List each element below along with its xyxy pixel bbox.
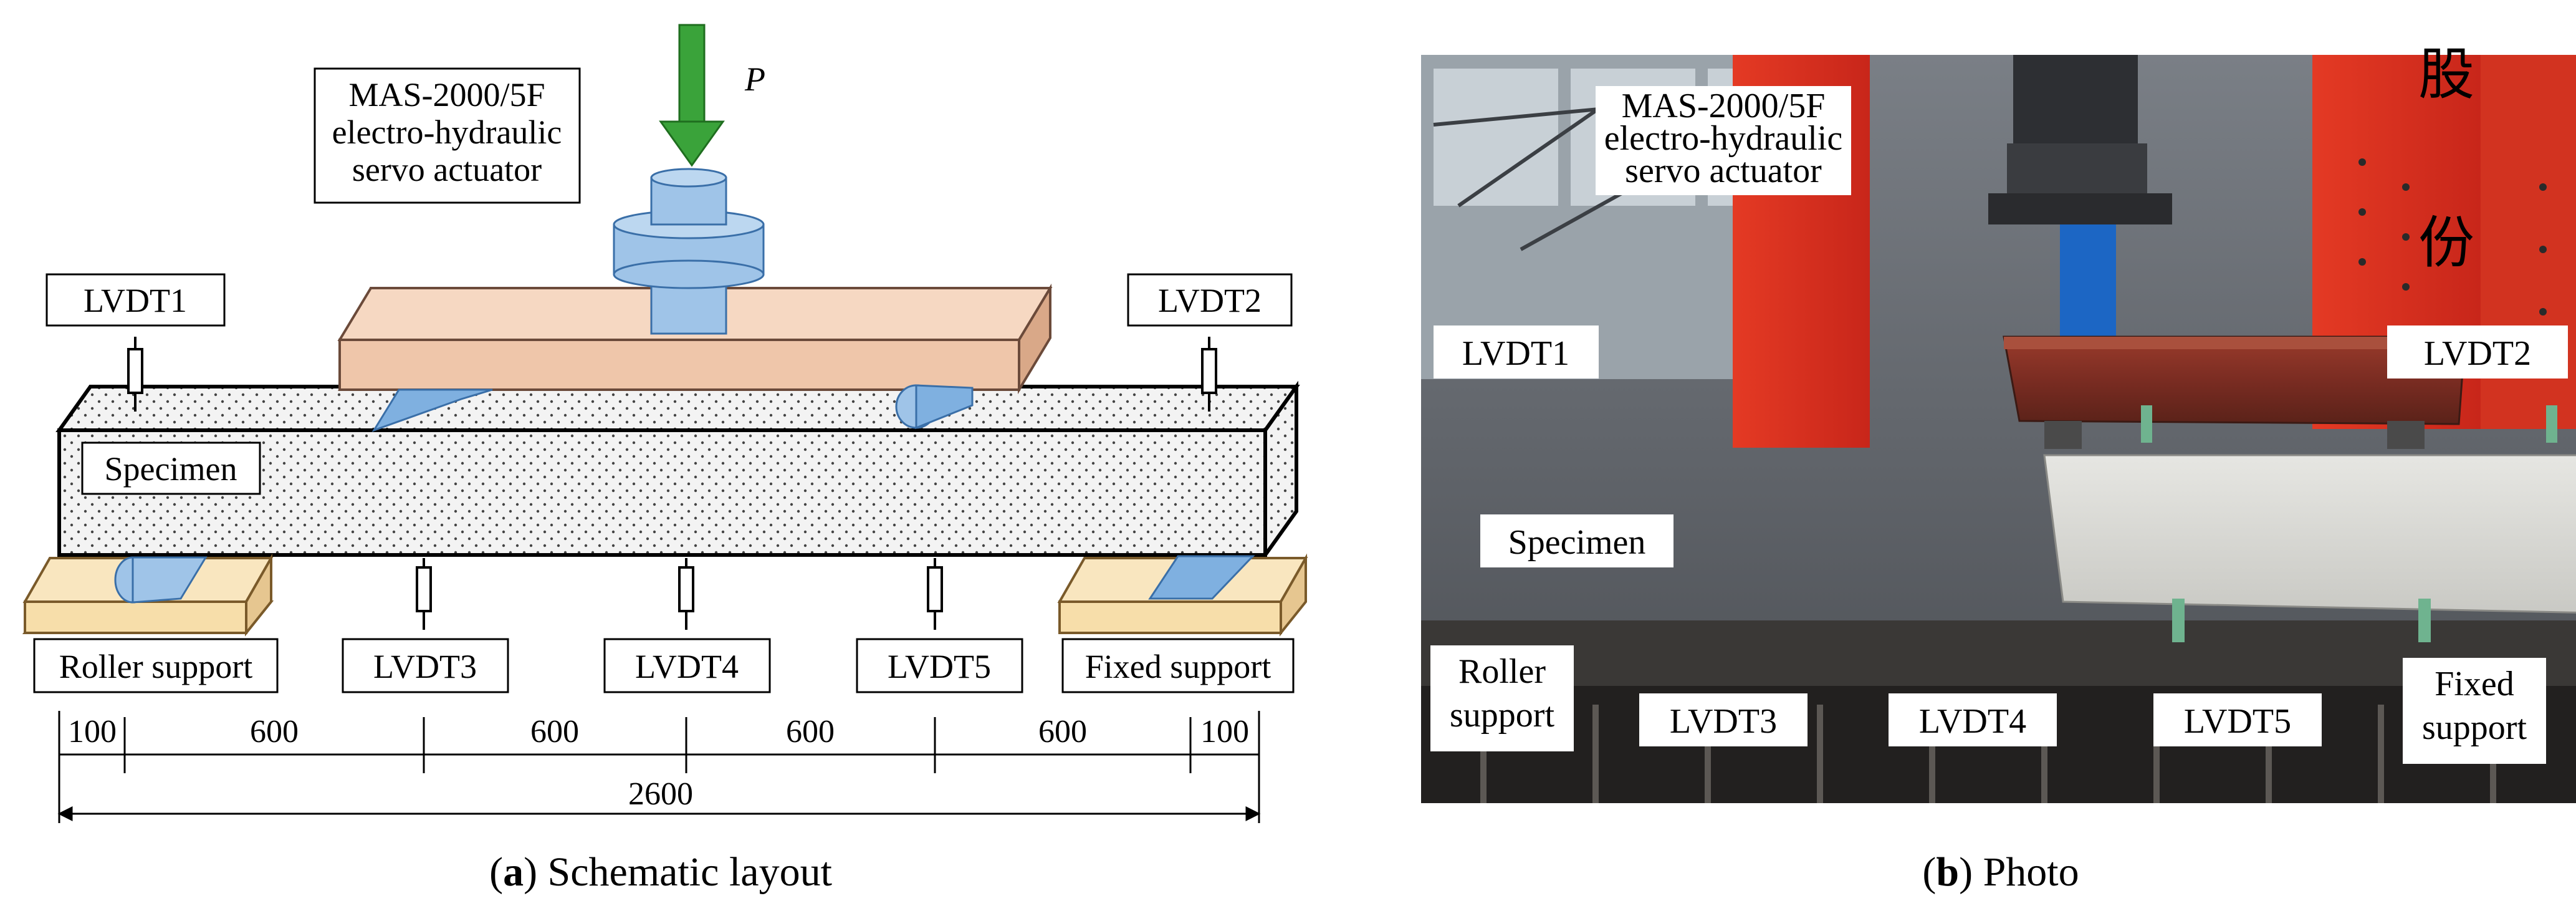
lvdt5-gauge xyxy=(927,558,943,630)
roller-support xyxy=(22,553,274,637)
lvdt4-gauge xyxy=(678,558,694,630)
dimension-lines xyxy=(57,711,1261,823)
lvdt1-label-box xyxy=(45,273,226,327)
lvdt3-label-box xyxy=(342,638,509,693)
lvdt2-label-box xyxy=(1127,273,1293,327)
dim-600-3: 600 xyxy=(786,714,835,750)
roller-support-label-box xyxy=(33,638,279,693)
photo-specimen-label-box xyxy=(1480,514,1673,567)
lvdt3-label: LVDT3 xyxy=(373,648,477,685)
photo-fixed-support-line1: Fixed xyxy=(2435,665,2514,703)
loading-wedge-left xyxy=(371,388,493,432)
lvdt5-label: LVDT5 xyxy=(888,648,991,685)
schematic-panel: P MAS-2000/5F electro-hydraulic servo ac… xyxy=(22,24,1308,895)
actuator-label-line1: MAS-2000/5F xyxy=(348,76,545,113)
dim-100-left: 100 xyxy=(68,714,117,750)
actuator-label-line3: servo actuator xyxy=(352,151,542,188)
sign-char-1: 股 xyxy=(2418,44,2474,106)
photo-lvdt2-label: LVDT2 xyxy=(2424,334,2531,373)
lvdt2-gauge xyxy=(1201,337,1217,412)
caption-b-text: Photo xyxy=(1973,849,2079,895)
photo-lvdt1-label-box xyxy=(1434,325,1599,378)
photo-lvdt3-label-box xyxy=(1639,693,1808,746)
photo-panel: 股 份 xyxy=(1359,0,2576,913)
caption-b: (b) Photo xyxy=(1922,849,2079,895)
dim-100-right: 100 xyxy=(1200,714,1249,750)
photo-specimen-label: Specimen xyxy=(1508,523,1646,562)
specimen-label-box xyxy=(81,441,261,495)
caption-b-letter: b xyxy=(1936,849,1959,895)
photo-lvdt5-label-box xyxy=(2153,693,2322,746)
dim-600-1: 600 xyxy=(250,714,299,750)
actuator-label-box xyxy=(314,67,581,204)
loading-roller-right xyxy=(895,384,974,430)
photo-actuator-line2: electro-hydraulic xyxy=(1604,119,1842,158)
dim-total: 2600 xyxy=(628,776,693,812)
dim-600-4: 600 xyxy=(1038,714,1087,750)
caption-a-text: Schematic layout xyxy=(537,849,832,895)
lvdt5-label-box xyxy=(856,638,1023,693)
photo-lvdt3-label: LVDT3 xyxy=(1670,702,1777,741)
caption-a: (a) Schematic layout xyxy=(489,849,832,895)
lvdt1-gauge xyxy=(127,337,143,412)
fixed-support-label: Fixed support xyxy=(1085,648,1271,685)
specimen-label: Specimen xyxy=(105,450,237,488)
photo-lvdt4-label: LVDT4 xyxy=(1919,702,2026,741)
photo-lvdt2-label-box xyxy=(2387,325,2568,378)
fixed-support-label-box xyxy=(1061,638,1295,693)
lvdt3-gauge xyxy=(416,558,432,630)
photo-actuator-line1: MAS-2000/5F xyxy=(1622,87,1826,125)
dim-600-2: 600 xyxy=(530,714,579,750)
photo-fixed-support-line2: support xyxy=(2422,708,2527,747)
actuator-label-line2: electro-hydraulic xyxy=(332,113,562,151)
lvdt4-label-box xyxy=(603,638,771,693)
actuator xyxy=(613,168,765,335)
spreader-beam xyxy=(337,283,1053,395)
photo-roller-support-line2: support xyxy=(1450,696,1554,735)
lvdt4-label: LVDT4 xyxy=(635,648,739,685)
photo-lvdt4-label-box xyxy=(1889,693,2057,746)
lvdt2-label: LVDT2 xyxy=(1158,282,1262,319)
load-symbol: P xyxy=(744,60,765,98)
photo-lvdt1-label: LVDT1 xyxy=(1462,334,1569,373)
fixed-support xyxy=(1057,553,1308,637)
lvdt1-label: LVDT1 xyxy=(84,282,187,319)
photo-roller-support-line1: Roller xyxy=(1458,652,1546,691)
photo-lvdt5-label: LVDT5 xyxy=(2184,702,2291,741)
photo-fixed-support-label-box xyxy=(2403,658,2546,764)
photo-actuator-label-box xyxy=(1596,86,1851,195)
roller-support-label: Roller support xyxy=(59,648,252,685)
photo-actuator-line3: servo actuator xyxy=(1625,152,1822,190)
caption-a-letter: a xyxy=(503,849,524,895)
load-arrow xyxy=(659,24,725,167)
photo-roller-support-label-box xyxy=(1430,645,1574,751)
sign-char-2: 份 xyxy=(2418,213,2474,274)
